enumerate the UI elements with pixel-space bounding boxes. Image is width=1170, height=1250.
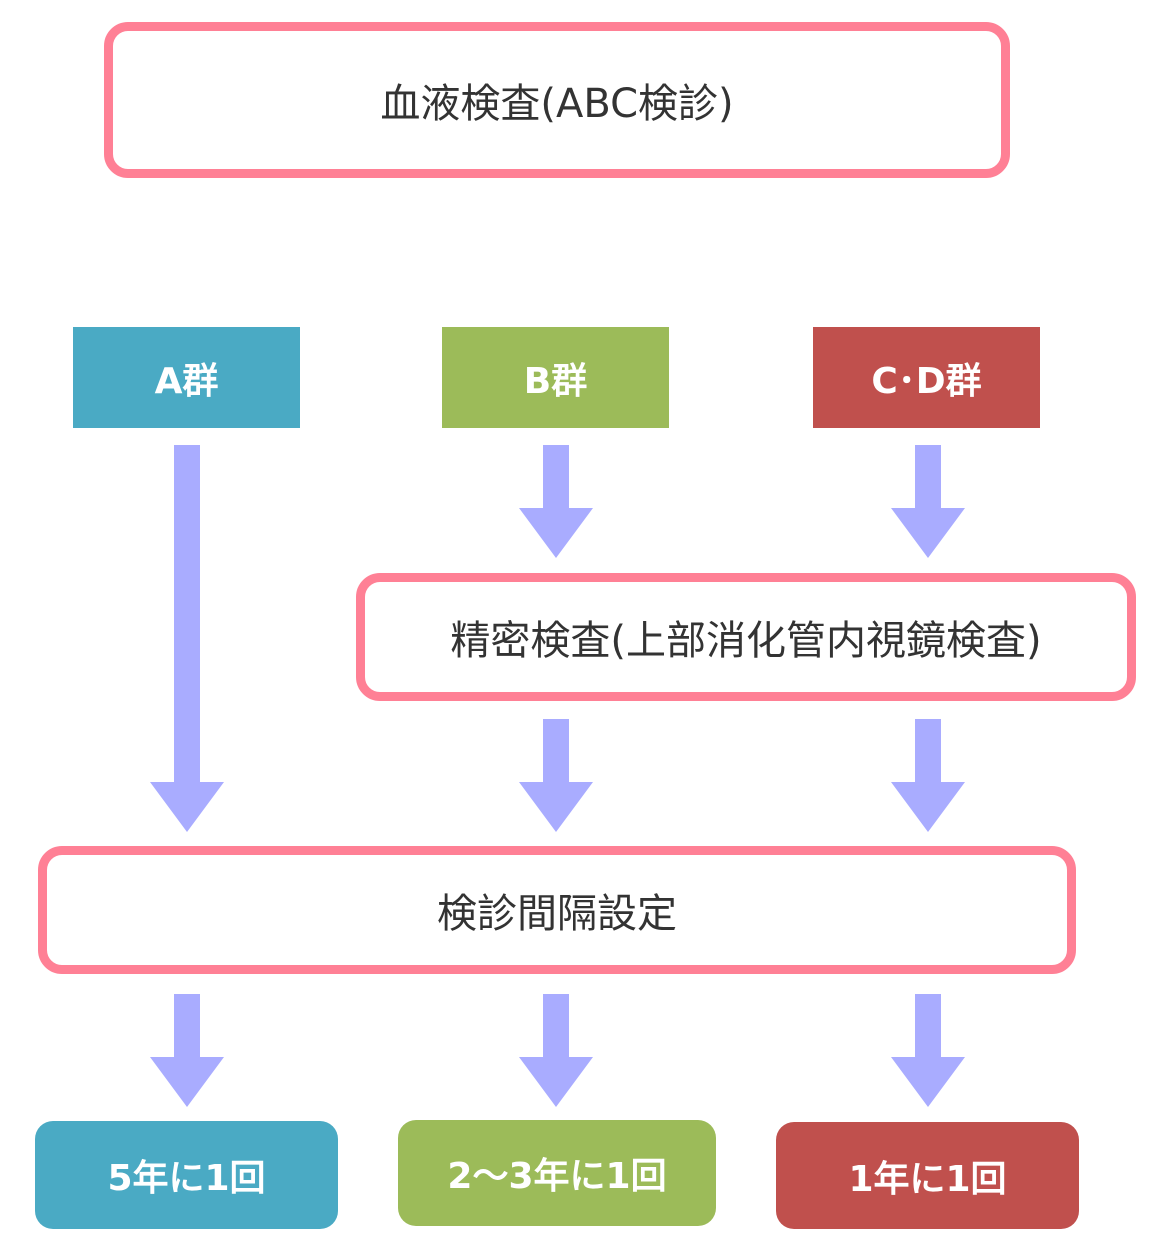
arrow-a-to-interval	[150, 445, 224, 832]
detail-exam-box: 精密検査(上部消化管内視鏡検査)	[356, 573, 1136, 701]
group-b-box: B群	[442, 327, 669, 428]
arrow-b-to-exam	[519, 445, 593, 558]
result-a-box: 5年に1回	[35, 1121, 338, 1229]
result-b-label: 2〜3年に1回	[447, 1156, 667, 1197]
arrow-cd-to-exam	[891, 445, 965, 558]
result-a-label: 5年に1回	[107, 1158, 266, 1199]
group-b-label: B群	[523, 360, 588, 402]
interval-setting-label: 検診間隔設定	[437, 891, 677, 937]
arrow-interval-to-result-a	[150, 994, 224, 1107]
group-cd-box: C･D群	[813, 327, 1040, 428]
result-b-box: 2〜3年に1回	[398, 1120, 716, 1226]
result-cd-label: 1年に1回	[848, 1158, 1007, 1200]
arrow-exam-cd-to-interval	[891, 719, 965, 832]
group-a-box: A群	[73, 327, 300, 428]
arrow-interval-to-result-cd	[891, 994, 965, 1107]
arrow-interval-to-result-b	[519, 994, 593, 1107]
blood-test-label: 血液検査(ABC検診)	[380, 81, 734, 127]
result-cd-box: 1年に1回	[776, 1122, 1079, 1229]
arrow-exam-b-to-interval	[519, 719, 593, 832]
interval-setting-box: 検診間隔設定	[38, 846, 1076, 974]
detail-exam-label: 精密検査(上部消化管内視鏡検査)	[450, 618, 1042, 664]
blood-test-box: 血液検査(ABC検診)	[104, 22, 1010, 178]
group-a-label: A群	[154, 360, 219, 402]
group-cd-label: C･D群	[871, 360, 982, 402]
